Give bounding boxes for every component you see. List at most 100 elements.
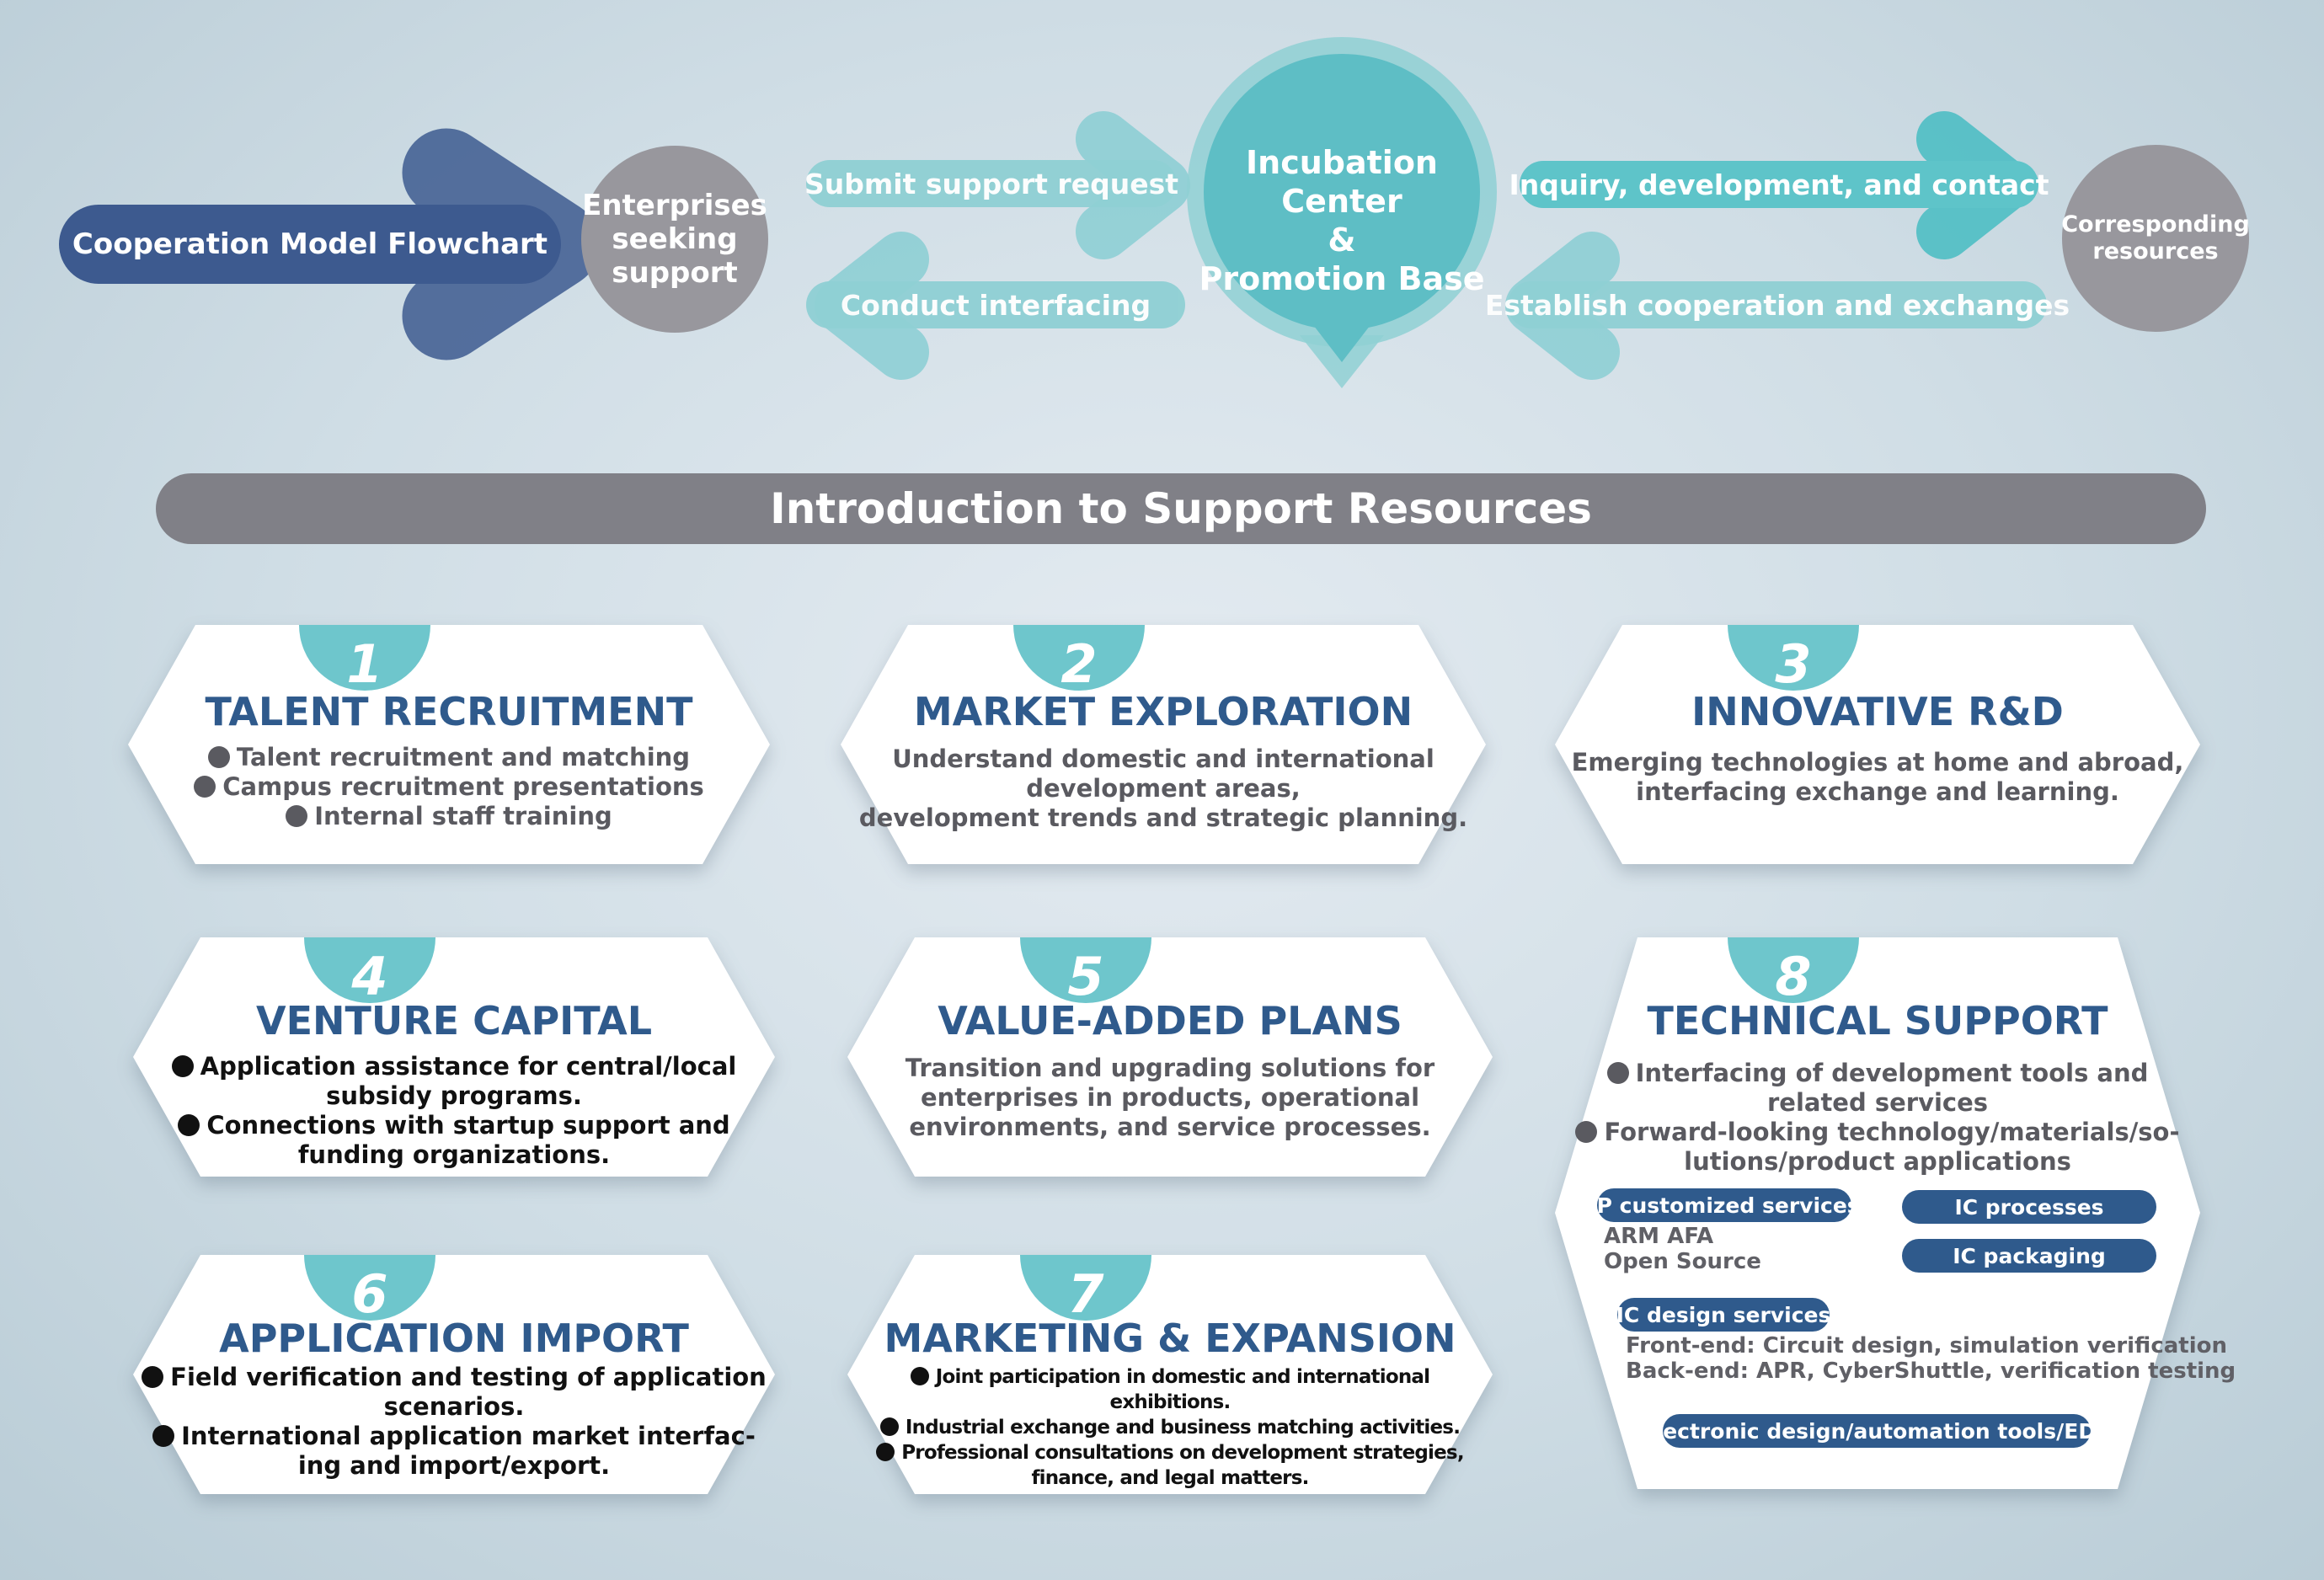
bullet-icon xyxy=(171,1055,194,1077)
card-line: International application market interfa… xyxy=(181,1422,756,1450)
hub-line: Promotion Base xyxy=(1199,260,1485,297)
card-line: Interfacing of development tools and xyxy=(1635,1059,2149,1087)
submit-support-pill: Submit support request xyxy=(804,160,1178,207)
card-body: Transition and upgrading solutions for e… xyxy=(847,1054,1493,1142)
badge-number: 8 xyxy=(1775,945,1812,1007)
bullet-icon xyxy=(207,746,230,768)
card-line: lutions/product applications xyxy=(1684,1147,2071,1176)
ic-design-item: Front-end: Circuit design, simulation ve… xyxy=(1626,1333,2227,1358)
resources-line: resources xyxy=(2092,238,2219,264)
card-body: Application assistance for central/local… xyxy=(133,1052,775,1170)
card-application-import: 6 APPLICATION IMPORT Field verification … xyxy=(133,1255,775,1494)
card-value-added-plans: 5 VALUE-ADDED PLANS Transition and upgra… xyxy=(847,937,1493,1177)
hexagon-card-shape xyxy=(133,1255,775,1494)
hexagon-card-shape xyxy=(841,625,1486,864)
card-line: Application assistance for central/local xyxy=(200,1052,737,1081)
ic-design-tag: IC design services xyxy=(1616,1298,1830,1332)
card-title: VENTURE CAPITAL xyxy=(255,998,653,1044)
enterprises-line: Enterprises xyxy=(582,189,767,222)
enterprises-line: support xyxy=(612,256,738,290)
card-title: TALENT RECRUITMENT xyxy=(205,689,693,734)
card-market-exploration: 2 MARKET EXPLORATION Understand domestic… xyxy=(841,625,1486,864)
card-line: Talent recruitment and matching xyxy=(236,743,691,771)
hexagon-card-shape xyxy=(1555,937,2200,1489)
hub-line: Incubation Center xyxy=(1246,144,1438,220)
ic-packaging-tag: IC packaging xyxy=(1902,1239,2156,1273)
bullet-icon xyxy=(152,1425,175,1447)
ip-item: ARM AFA xyxy=(1604,1224,1714,1249)
card-line: development areas, xyxy=(1026,774,1301,803)
card-line: Internal staff training xyxy=(314,802,612,830)
bullet-icon xyxy=(1575,1121,1598,1143)
hexagon-card-shape xyxy=(847,937,1493,1177)
bullet-icon xyxy=(876,1443,895,1461)
card-line: Connections with startup support and xyxy=(206,1111,730,1140)
card-line: subsidy programs. xyxy=(326,1081,582,1110)
card-title: TECHNICAL SUPPORT xyxy=(1647,998,2108,1044)
bullet-icon xyxy=(142,1366,164,1388)
card-body: Joint participation in domestic and inte… xyxy=(847,1364,1493,1491)
card-line: Joint participation in domestic and inte… xyxy=(935,1366,1430,1388)
resources-line: Corresponding xyxy=(2061,211,2250,238)
ip-customized-tag: IP customized services xyxy=(1589,1188,1860,1222)
badge-number: 2 xyxy=(1060,633,1098,695)
card-talent-recruitment: 1 TALENT RECRUITMENT Talent recruitment … xyxy=(128,625,770,864)
section-title-bar: Introduction to Support Resources xyxy=(156,473,2206,544)
bullet-icon xyxy=(286,805,308,827)
card-title: VALUE-ADDED PLANS xyxy=(938,998,1402,1044)
card-line: Industrial exchange and business matchin… xyxy=(905,1417,1461,1439)
card-line: Understand domestic and international xyxy=(892,745,1434,773)
card-title: MARKET EXPLORATION xyxy=(913,689,1413,734)
badge-number: 7 xyxy=(1067,1262,1104,1325)
card-title: INNOVATIVE R&D xyxy=(1691,689,2064,734)
conduct-interfacing-pill: Conduct interfacing xyxy=(806,281,1185,328)
card-body: Talent recruitment and matching Campus r… xyxy=(128,743,770,831)
card-line: Transition and upgrading solutions for xyxy=(905,1054,1435,1082)
card-line: finance, and legal matters. xyxy=(1031,1467,1309,1489)
bullet-icon xyxy=(194,776,216,798)
card-line: environments, and service processes. xyxy=(909,1113,1431,1141)
enterprises-line: seeking xyxy=(612,222,738,256)
inquiry-pill: Inquiry, development, and contact xyxy=(1509,161,2049,208)
card-line: related services xyxy=(1766,1088,1989,1117)
card-body: Field verification and testing of applic… xyxy=(133,1363,775,1481)
card-innovative-rd: 3 INNOVATIVE R&D Emerging technologies a… xyxy=(1555,625,2200,864)
number-badge: 4 xyxy=(304,937,435,1007)
card-body: Understand domestic and international de… xyxy=(841,745,1486,833)
badge-number: 3 xyxy=(1775,633,1812,695)
bullet-icon xyxy=(1606,1062,1629,1084)
ip-item: Open Source xyxy=(1604,1249,1761,1274)
cooperation-model-title: Cooperation Model Flowchart xyxy=(59,205,561,284)
card-line: Campus recruitment presentations xyxy=(222,772,704,801)
hexagon-card-shape xyxy=(133,937,775,1177)
card-line: Professional consultations on developmen… xyxy=(901,1442,1464,1464)
card-body: Emerging technologies at home and abroad… xyxy=(1555,748,2200,807)
badge-number: 5 xyxy=(1067,945,1104,1007)
card-line: ing and import/export. xyxy=(297,1451,611,1480)
card-marketing-expansion: 7 MARKETING & EXPANSION Joint participat… xyxy=(847,1255,1493,1494)
ic-design-item: Back-end: APR, CyberShuttle, verificatio… xyxy=(1626,1358,2236,1384)
card-line: Forward-looking technology/materials/so- xyxy=(1604,1118,2180,1146)
card-line: enterprises in products, operational xyxy=(920,1083,1420,1112)
hub-speech-bubble xyxy=(1187,37,1497,388)
bullet-icon xyxy=(178,1114,200,1136)
card-title: APPLICATION IMPORT xyxy=(219,1316,689,1361)
hexagon-card-shape xyxy=(1555,625,2200,864)
card-line: Field verification and testing of applic… xyxy=(170,1363,767,1391)
card-line: Emerging technologies at home and abroad… xyxy=(1571,748,2184,777)
card-venture-capital: 4 VENTURE CAPITAL Application assistance… xyxy=(133,937,775,1177)
card-line: exhibitions. xyxy=(1109,1391,1231,1413)
card-line: scenarios. xyxy=(383,1392,525,1421)
card-body: Interfacing of development tools and rel… xyxy=(1555,1059,2200,1177)
card-technical-support: 8 TECHNICAL SUPPORT Interfacing of devel… xyxy=(1555,937,2236,1489)
eda-tag: Electronic design/automation tools/EDA xyxy=(1642,1414,2112,1448)
hexagon-card-shape xyxy=(847,1255,1493,1494)
badge-number: 1 xyxy=(346,633,383,695)
bullet-icon xyxy=(910,1367,929,1385)
card-line: development trends and strategic plannin… xyxy=(858,803,1468,832)
ic-processes-tag: IC processes xyxy=(1902,1190,2156,1224)
hub-title: Incubation Center & Promotion Base xyxy=(1189,143,1494,298)
bullet-icon xyxy=(879,1417,899,1436)
hexagon-card-shape xyxy=(128,625,770,864)
